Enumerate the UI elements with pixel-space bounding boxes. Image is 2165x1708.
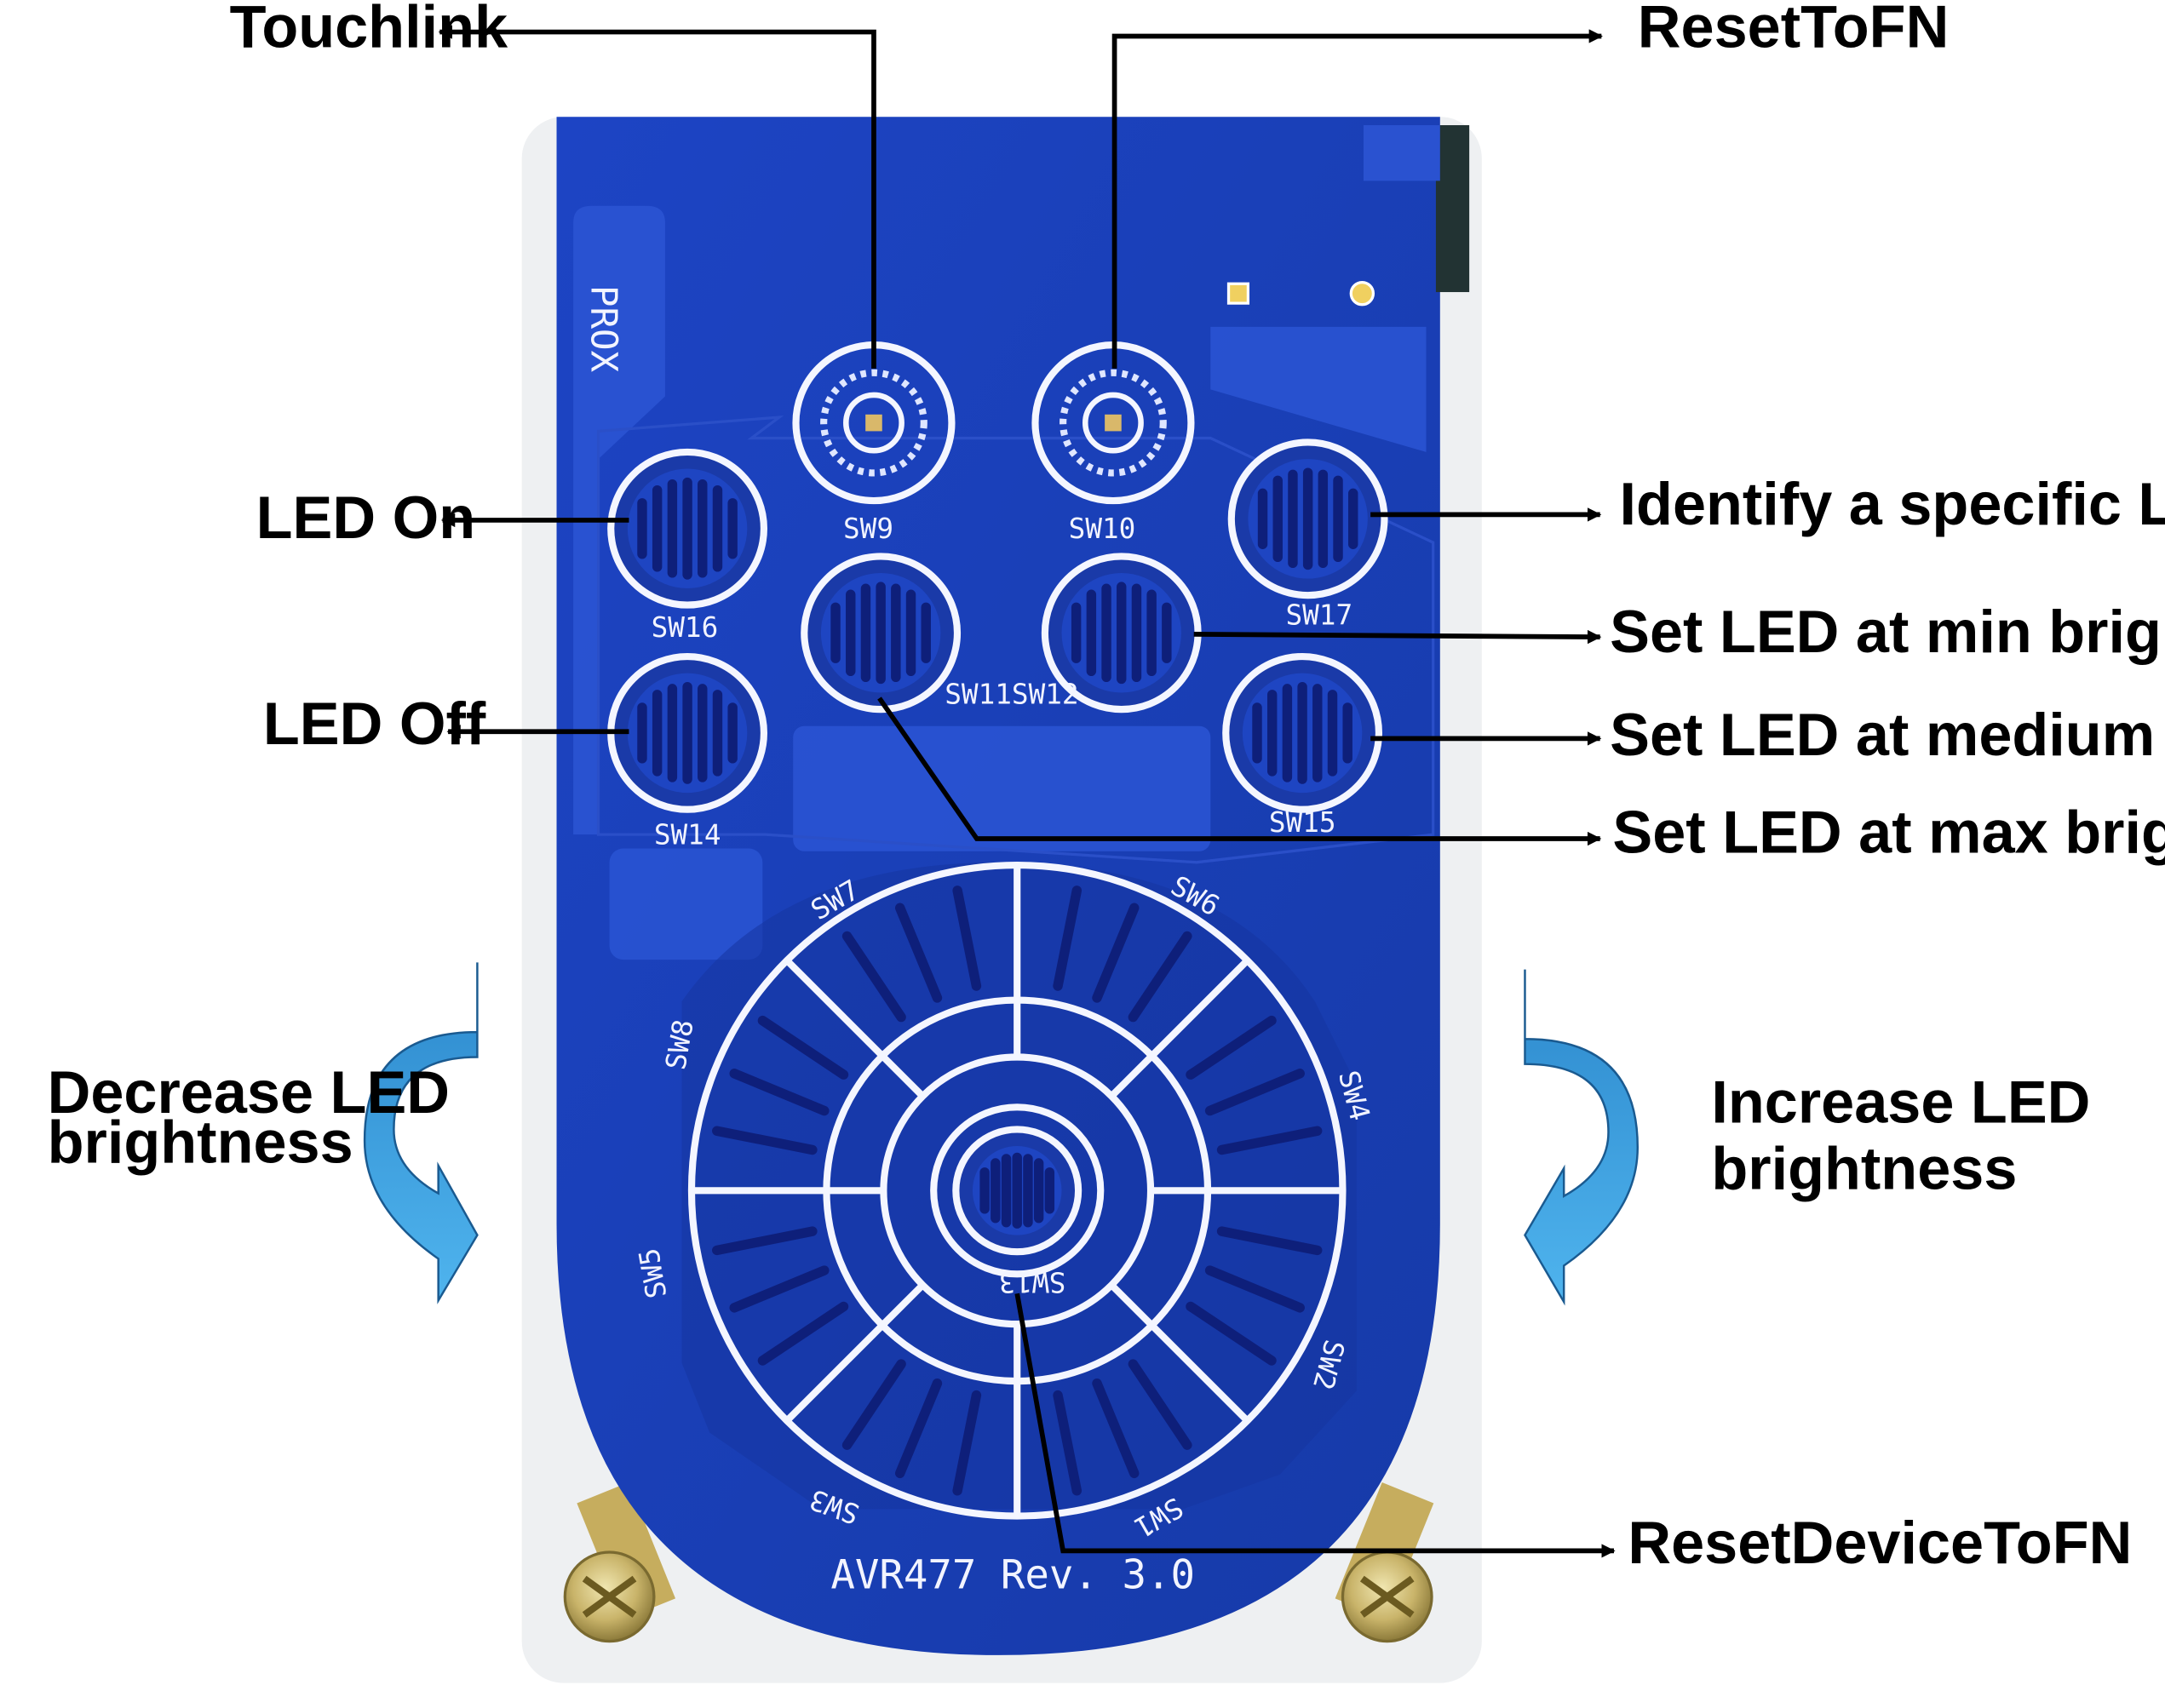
center-pour [793, 725, 1211, 851]
wheel-slot [712, 1126, 818, 1155]
decrease-label-line1: Decrease LED [48, 1058, 450, 1126]
sw17-button[interactable] [1227, 438, 1388, 599]
sw15-label: SW15 [1269, 806, 1336, 839]
sw13-label: SW13 [999, 1266, 1066, 1298]
test-pad-1 [1226, 282, 1250, 305]
wheel-slot [1053, 1390, 1082, 1496]
reset-device-to-fn-label: ResetDeviceToFN [1628, 1509, 2132, 1576]
increase-label-line2: brightness [1711, 1135, 2017, 1202]
edge-connector [1435, 125, 1470, 293]
wheel-spoke [784, 958, 926, 1099]
wheel-slot [894, 903, 943, 1003]
wheel-slot [841, 1359, 906, 1450]
min-brightness-label: Set LED at min brightness [1610, 598, 2165, 665]
wheel-spoke [1109, 958, 1250, 1099]
decrease-arrow-icon [363, 962, 479, 1304]
test-pad-2 [1349, 280, 1375, 307]
decrease-label-line2: brightness [48, 1109, 353, 1176]
sw11-button[interactable] [801, 553, 962, 714]
increase-arrow-icon [1524, 969, 1640, 1306]
wheel-slot [757, 1015, 849, 1080]
touchlink-leader [438, 25, 876, 369]
reset-to-fn-label: ResetToFN [1638, 0, 1950, 60]
wheel-slot [757, 1301, 849, 1366]
wheel-slot [952, 886, 982, 991]
sw11-sw12-label: SW11SW12 [945, 679, 1078, 711]
min-brightness-leader [1193, 629, 1602, 645]
sw17-label: SW17 [1285, 599, 1352, 631]
trace-outline [596, 416, 1435, 864]
sw10-label: SW10 [1069, 513, 1136, 545]
reset-to-fn-leader [1111, 29, 1603, 369]
wheel-slot [1186, 1301, 1277, 1366]
pcb-board: PROX SW9 SW10 SW16 SW17 SW11SW12 SW14 SW… [521, 117, 1482, 1683]
max-brightness-label: Set LED at max brightness [1612, 798, 2165, 865]
wheel-slot [1092, 903, 1140, 1003]
wheel-slot [1092, 1378, 1140, 1479]
max-brightness-leader [877, 696, 1602, 846]
sw15-button[interactable] [1222, 652, 1383, 813]
increase-label-line1: Increase LED [1711, 1068, 2090, 1135]
reset-device-leader [1014, 1292, 1616, 1558]
wheel-slot [1053, 886, 1082, 991]
wheel-slot [712, 1226, 818, 1256]
wheel-slot [1216, 1226, 1323, 1256]
wheel-slot [1186, 1015, 1277, 1080]
wheel-slider[interactable] [681, 861, 1357, 1520]
led-off-label: LED Off [263, 690, 486, 757]
sw9-led [865, 414, 882, 432]
touchlink-label: Touchlink [230, 0, 508, 60]
sw13-button[interactable] [952, 1126, 1082, 1256]
sw12-button[interactable] [1041, 553, 1202, 714]
medium-brightness-label: Set LED at medium brightness [1610, 701, 2165, 768]
wheel-slot [1128, 1359, 1192, 1450]
sw10-led [1105, 414, 1122, 432]
identify-led-label: Identify a specific LED [1620, 470, 2165, 537]
screw-right [1341, 1550, 1433, 1643]
top-right-chip [1363, 125, 1440, 181]
wheel-slot [1216, 1126, 1323, 1155]
sw14-button[interactable] [607, 652, 768, 813]
left-pour [609, 848, 763, 960]
sw16-button[interactable] [607, 448, 768, 609]
prox-label: PROX [582, 285, 623, 373]
leader-lines [438, 25, 1616, 1558]
wheel-slot [841, 931, 906, 1023]
right-pour [1210, 326, 1427, 452]
prox-pour [573, 205, 665, 835]
wheel-slot [729, 1265, 830, 1313]
wheel-spoke [1109, 1282, 1250, 1424]
led-on-label: LED On [256, 484, 476, 551]
model-label: AVR477 Rev. 3.0 [830, 1552, 1195, 1599]
sw14-label: SW14 [654, 819, 721, 851]
screw-left [563, 1550, 656, 1643]
wheel-slot [1204, 1265, 1305, 1313]
wheel-slot [1128, 931, 1192, 1023]
wheel-slot [1204, 1069, 1305, 1116]
wheel-slot [729, 1069, 830, 1116]
wheel-slot [894, 1378, 943, 1479]
wheel-slot [952, 1390, 982, 1496]
sw16-label: SW16 [652, 611, 719, 644]
wheel-spoke [784, 1282, 926, 1424]
sw9-label: SW9 [843, 513, 893, 545]
